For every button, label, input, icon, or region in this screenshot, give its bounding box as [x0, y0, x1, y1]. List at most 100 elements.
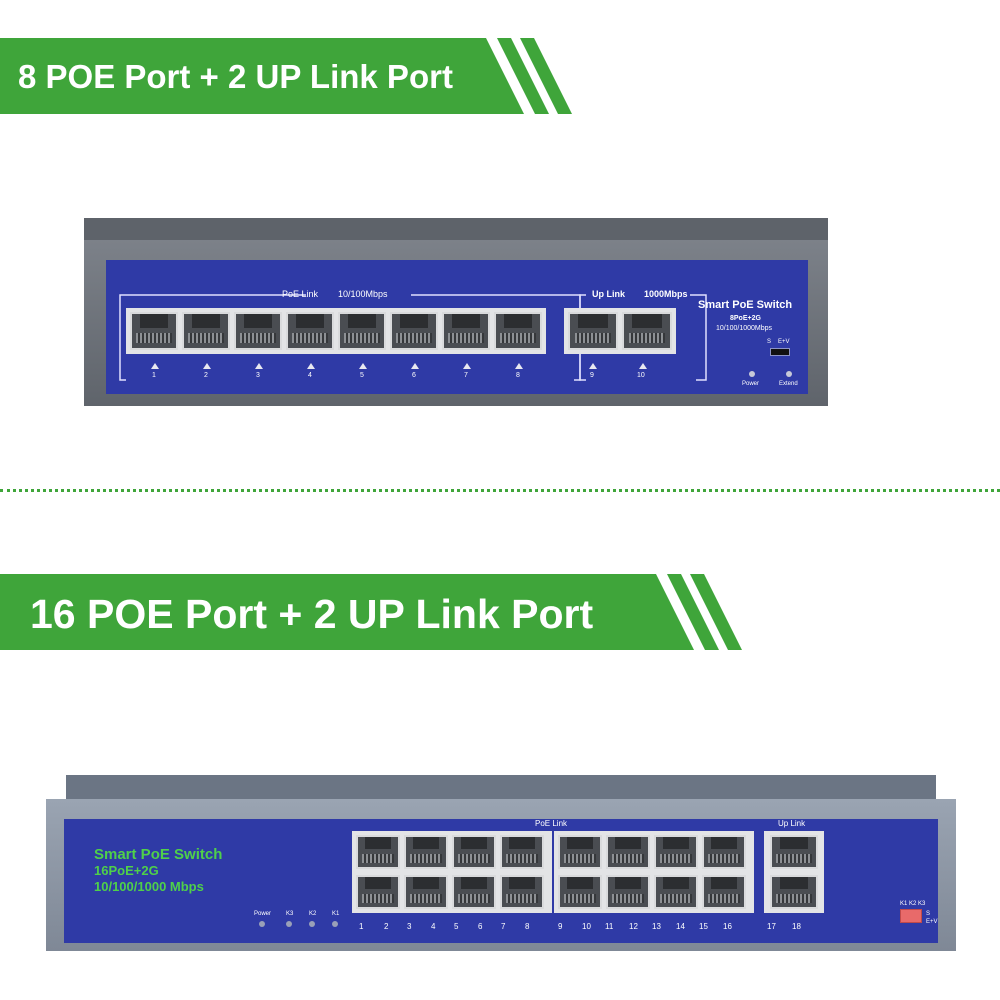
port-10-number: 10 [637, 372, 645, 379]
product-title: Smart PoE Switch [698, 299, 793, 311]
ethernet-port-10 [622, 312, 672, 350]
mode-switch[interactable] [770, 348, 790, 356]
led-label-k2: K2 [309, 911, 317, 917]
port-5-indicator [359, 363, 367, 369]
port-6-number: 6 [412, 372, 416, 379]
port-3-indicator [255, 363, 263, 369]
product-model-16: 16PoE+2G [94, 863, 159, 878]
product-title-16: Smart PoE Switch [94, 846, 223, 863]
ethernet-port-1 [130, 312, 178, 350]
port-8-indicator [515, 363, 523, 369]
bottom-banner: 16 POE Port + 2 UP Link Port [0, 574, 756, 650]
ethernet-port-5 [452, 875, 496, 909]
port-7-number: 7 [464, 372, 468, 379]
ethernet-port-14 [654, 835, 698, 869]
port-8-number: 8 [525, 922, 530, 931]
uplink-label-16: Up Link [778, 819, 806, 828]
poe-port-group-a [352, 831, 552, 913]
port-12-number: 12 [629, 922, 638, 931]
port-1-number: 1 [359, 922, 364, 931]
extend-led [786, 371, 792, 377]
ethernet-port-4 [404, 835, 448, 869]
extend-label: Extend [779, 381, 798, 387]
port-13-number: 13 [652, 922, 661, 931]
product-model: 8PoE+2G [730, 315, 761, 322]
poe-speed-label: 10/100Mbps [338, 289, 388, 299]
ethernet-port-7 [500, 875, 544, 909]
poe-port-group [126, 308, 546, 354]
port-9-number: 9 [558, 922, 563, 931]
dip-switch-s-label: S [926, 911, 931, 917]
poe-port-group-b [554, 831, 754, 913]
port-18-number: 18 [792, 922, 801, 931]
led-label-k1: K1 [332, 911, 340, 917]
ethernet-port-10 [558, 835, 602, 869]
switch-16-panel: Smart PoE Switch 16PoE+2G 10/100/1000 Mb… [64, 819, 938, 943]
uplink-port-group-16 [764, 831, 824, 913]
switch-8-panel: PoE Link 10/100Mbps Up Link 1000Mbps 1 2… [106, 260, 808, 394]
switch-16-casing-top [66, 775, 936, 801]
port-4-number: 4 [431, 922, 436, 931]
port-2-number: 2 [384, 922, 389, 931]
port-6-indicator [411, 363, 419, 369]
port-7-number: 7 [501, 922, 506, 931]
mode-switch-ev-label: E+V [778, 339, 790, 345]
ethernet-port-13 [654, 875, 698, 909]
switch-8-port: PoE Link 10/100Mbps Up Link 1000Mbps 1 2… [84, 218, 828, 406]
port-1-indicator [151, 363, 159, 369]
uplink-port-group [564, 308, 676, 354]
port-11-number: 11 [605, 922, 614, 931]
ethernet-port-8 [500, 835, 544, 869]
mode-switch-s-label: S [767, 339, 772, 345]
ethernet-port-16 [702, 835, 746, 869]
section-divider [0, 489, 1000, 492]
ethernet-port-12 [606, 835, 650, 869]
bottom-banner-title: 16 POE Port + 2 UP Link Port [30, 591, 594, 637]
port-5-number: 5 [454, 922, 459, 931]
ethernet-port-4 [286, 312, 334, 350]
uplink-label: Up Link [592, 289, 625, 299]
ethernet-port-8 [494, 312, 542, 350]
port-10-number: 10 [582, 922, 591, 931]
dip-switch-ev-label: E+V [926, 919, 938, 925]
top-banner-shape [0, 38, 572, 114]
ethernet-port-18 [770, 835, 818, 869]
ethernet-port-9 [558, 875, 602, 909]
power-label: Power [742, 381, 760, 387]
dip-switch-labels: K1 K2 K3 [900, 901, 926, 907]
port-16-number: 16 [723, 922, 732, 931]
port-2-number: 2 [204, 372, 208, 379]
port-10-indicator [639, 363, 647, 369]
ethernet-port-3 [234, 312, 282, 350]
port-4-indicator [307, 363, 315, 369]
ethernet-port-2 [356, 835, 400, 869]
ethernet-port-17 [770, 875, 818, 909]
power-led-16 [259, 921, 265, 927]
product-speed-16: 10/100/1000 Mbps [94, 879, 204, 894]
ethernet-port-7 [442, 312, 490, 350]
port-1-number: 1 [152, 372, 156, 379]
dip-switch[interactable] [900, 909, 922, 923]
port-8-number: 8 [516, 372, 520, 379]
k2-led [309, 921, 315, 927]
port-3-number: 3 [407, 922, 412, 931]
switch-16-port: Smart PoE Switch 16PoE+2G 10/100/1000 Mb… [46, 775, 956, 951]
ethernet-port-6 [452, 835, 496, 869]
ethernet-port-11 [606, 875, 650, 909]
poe-link-label: PoE Link [282, 289, 319, 299]
port-2-indicator [203, 363, 211, 369]
bottom-banner-shape [0, 574, 742, 650]
ethernet-port-9 [568, 312, 618, 350]
led-label-k3: K3 [286, 911, 294, 917]
ethernet-port-6 [390, 312, 438, 350]
port-6-number: 6 [478, 922, 483, 931]
led-label-power: Power [254, 911, 272, 917]
k3-led [286, 921, 292, 927]
port-14-number: 14 [676, 922, 685, 931]
product-speed: 10/100/1000Mbps [716, 325, 773, 332]
top-banner: 8 POE Port + 2 UP Link Port [0, 38, 580, 114]
ethernet-port-1 [356, 875, 400, 909]
port-5-number: 5 [360, 372, 364, 379]
switch-8-casing-top [84, 218, 828, 240]
port-7-indicator [463, 363, 471, 369]
